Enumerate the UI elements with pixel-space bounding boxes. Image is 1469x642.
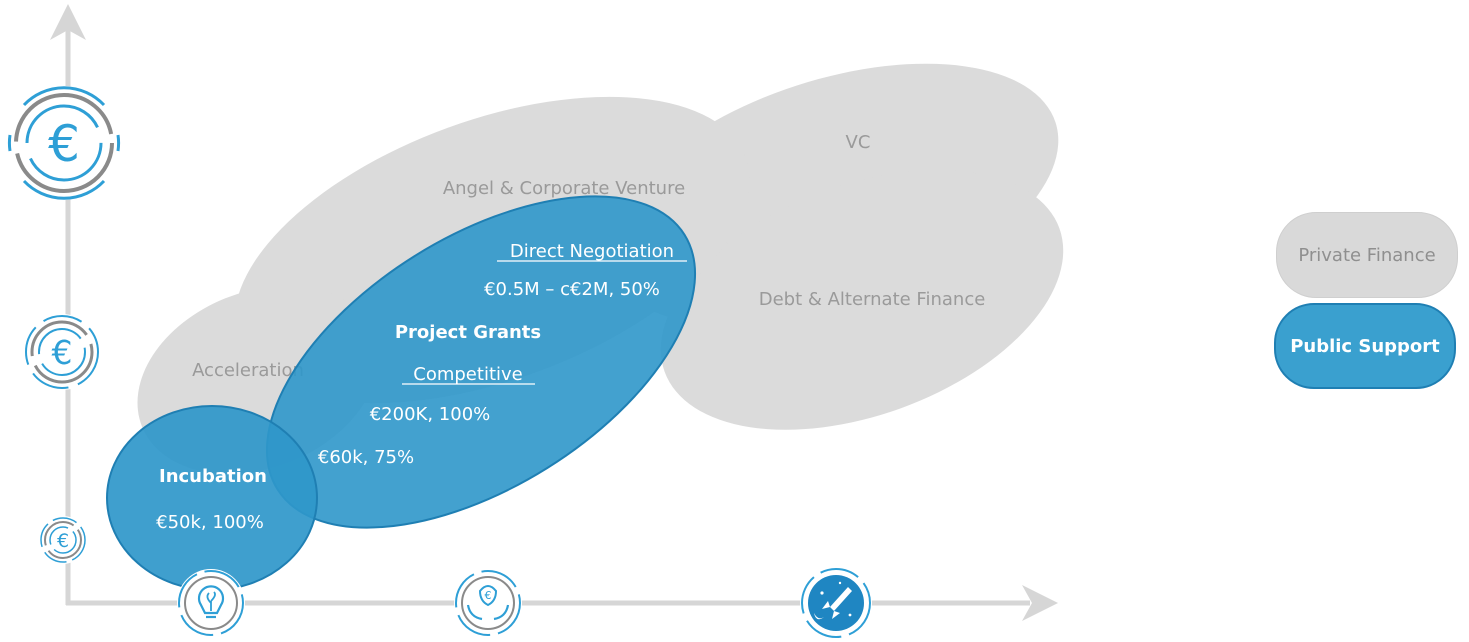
svg-text:€: € [57,530,69,552]
direct-negotiation-label: Direct Negotiation [510,241,674,262]
legend-private-finance: Private Finance [1276,212,1458,298]
svg-text:€: € [52,333,73,372]
angel-label: Angel & Corporate Venture [443,178,685,199]
project-grants-title: Project Grants [395,322,541,343]
svg-text:€: € [48,115,80,173]
small-grant-value: €60k, 75% [318,447,414,468]
debt-ellipse [660,170,1064,430]
hands-euro-icon: € [454,569,522,637]
competitive-value: €200K, 100% [370,404,491,425]
incubation-title: Incubation [159,466,267,487]
y-axis-arrowhead [50,4,86,40]
incubation-ellipse [106,405,318,591]
lightbulb-plant-icon [177,569,245,637]
euro-cycle-icon-medium: € [24,314,100,390]
rocket-icon [800,567,872,639]
vc-label: VC [846,132,871,153]
svg-text:€: € [485,589,492,602]
euro-cycle-icon-small: € [39,516,87,564]
euro-cycle-icon-large: € [7,86,121,200]
debt-label: Debt & Alternate Finance [759,289,986,310]
direct-negotiation-value: €0.5M – c€2M, 50% [484,279,660,300]
x-axis-arrowhead [1022,585,1058,621]
legend-public-support: Public Support [1274,303,1456,389]
acceleration-label: Acceleration [192,360,304,381]
competitive-label: Competitive [413,364,522,385]
incubation-value: €50k, 100% [156,512,264,533]
public-support-ellipses [106,195,697,591]
